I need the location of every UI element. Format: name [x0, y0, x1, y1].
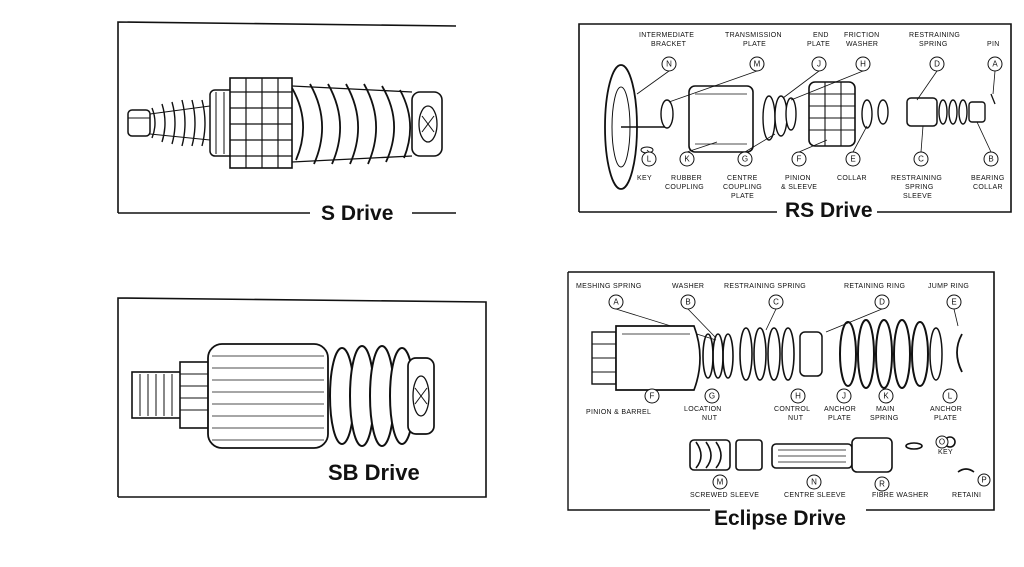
rs-letter-a: A	[992, 60, 998, 69]
rs-letter-f: F	[797, 155, 802, 164]
rs-letter-b: B	[988, 155, 993, 164]
ecl-letter-d: D	[879, 298, 885, 307]
rs-label-restraining-spring: RESTRAINING	[909, 32, 960, 39]
rs-label-collar: COLLAR	[837, 175, 867, 182]
rs-letter-h: H	[860, 60, 866, 69]
ecl-label-centre-sleeve: CENTRE SLEEVE	[784, 492, 846, 499]
sb-drive-caption: SB Drive	[324, 462, 424, 484]
ecl-label-main-spring: MAIN	[876, 406, 895, 413]
rs-label-centre-coupling-plate-2: COUPLING	[723, 184, 762, 191]
ecl-letter-m: M	[717, 478, 724, 487]
ecl-letter-g: G	[709, 392, 715, 401]
rs-label-key: KEY	[637, 175, 652, 182]
rs-label-restraining-spring-sleeve: RESTRAINING	[891, 175, 942, 182]
ecl-label-jump-ring: JUMP RING	[928, 283, 969, 290]
sb-drive-panel: SB Drive	[112, 292, 492, 502]
rs-label-intermediate-bracket-2: BRACKET	[651, 41, 687, 48]
ecl-letter-c: C	[773, 298, 779, 307]
ecl-letter-e: E	[951, 298, 956, 307]
rs-letter-c: C	[918, 155, 924, 164]
rs-letter-g: G	[742, 155, 748, 164]
ecl-label-anchor-plate-right: ANCHOR	[930, 406, 962, 413]
ecl-letter-h: H	[795, 392, 801, 401]
ecl-label-anchor-plate-2: PLATE	[828, 415, 851, 422]
ecl-label-restraining-spring: RESTRAINING SPRING	[724, 283, 806, 290]
s-drive-illustration	[117, 21, 457, 214]
rs-label-friction-washer: FRICTION	[844, 32, 879, 39]
rs-label-transmission-plate-2: PLATE	[743, 41, 766, 48]
ecl-letter-f: F	[650, 392, 655, 401]
ecl-letter-n: N	[811, 478, 817, 487]
ecl-label-control-nut-2: NUT	[788, 415, 804, 422]
rs-letter-n: N	[666, 60, 672, 69]
rs-letter-j: J	[817, 60, 821, 69]
ecl-label-meshing-spring: MESHING SPRING	[576, 283, 642, 290]
rs-letter-l: L	[647, 155, 652, 164]
ecl-label-retaining: RETAINI	[952, 492, 981, 499]
s-drive-panel: S Drive	[112, 18, 462, 230]
ecl-label-control-nut: CONTROL	[774, 406, 810, 413]
ecl-label-location-nut: LOCATION	[684, 406, 722, 413]
rs-letter-k: K	[684, 155, 690, 164]
ecl-label-main-spring-2: SPRING	[870, 415, 899, 422]
ecl-label-screwed-sleeve: SCREWED SLEEVE	[690, 492, 759, 499]
ecl-label-fibre-washer: FIBRE WASHER	[872, 492, 929, 499]
rs-drive-caption: RS Drive	[781, 200, 877, 221]
rs-letter-e: E	[850, 155, 855, 164]
ecl-label-key: KEY	[938, 449, 953, 456]
rs-label-restraining-spring-sleeve-3: SLEEVE	[903, 193, 932, 200]
ecl-label-washer: WASHER	[672, 283, 704, 290]
ecl-letter-b: B	[685, 298, 690, 307]
eclipse-drive-illustration: MESHING SPRING WASHER RESTRAINING SPRING…	[567, 271, 995, 511]
rs-drive-illustration: INTERMEDIATE BRACKET TRANSMISSION PLATE …	[578, 23, 1012, 213]
ecl-label-pinion-barrel: PINION & BARREL	[586, 409, 651, 416]
rs-label-end-plate: END	[813, 32, 829, 39]
ecl-letter-l: L	[948, 392, 953, 401]
ecl-letter-r: R	[879, 480, 885, 489]
rs-label-bearing-collar: BEARING	[971, 175, 1005, 182]
rs-label-transmission-plate: TRANSMISSION	[725, 32, 782, 39]
ecl-letter-j: J	[842, 392, 846, 401]
rs-label-pinion-sleeve: PINION	[785, 175, 811, 182]
rs-label-bearing-collar-2: COLLAR	[973, 184, 1003, 191]
rs-letter-d: D	[934, 60, 940, 69]
sb-drive-illustration	[117, 297, 487, 498]
rs-label-rubber-coupling-2: COUPLING	[665, 184, 704, 191]
rs-label-pinion-sleeve-2: & SLEEVE	[781, 184, 817, 191]
rs-label-restraining-spring-2: SPRING	[919, 41, 948, 48]
rs-label-intermediate-bracket: INTERMEDIATE	[639, 32, 694, 39]
ecl-label-location-nut-2: NUT	[702, 415, 718, 422]
rs-drive-panel: INTERMEDIATE BRACKET TRANSMISSION PLATE …	[577, 22, 1013, 222]
ecl-label-anchor-plate-right-2: PLATE	[934, 415, 957, 422]
ecl-letter-p: P	[981, 476, 986, 485]
ecl-letter-a: A	[613, 298, 619, 307]
rs-label-centre-coupling-plate: CENTRE	[727, 175, 758, 182]
ecl-label-retaining-ring: RETAINING RING	[844, 283, 905, 290]
rs-letter-m: M	[754, 60, 761, 69]
ecl-letter-k: K	[883, 392, 889, 401]
rs-label-pin: PIN	[987, 41, 1000, 48]
rs-label-rubber-coupling: RUBBER	[671, 175, 702, 182]
ecl-letter-o: O	[939, 438, 945, 447]
s-drive-caption: S Drive	[317, 203, 398, 224]
eclipse-drive-caption: Eclipse Drive	[710, 508, 850, 529]
rs-label-end-plate-2: PLATE	[807, 41, 830, 48]
rs-label-centre-coupling-plate-3: PLATE	[731, 193, 754, 200]
ecl-label-anchor-plate: ANCHOR	[824, 406, 856, 413]
rs-label-friction-washer-2: WASHER	[846, 41, 878, 48]
rs-label-restraining-spring-sleeve-2: SPRING	[905, 184, 934, 191]
eclipse-drive-panel: MESHING SPRING WASHER RESTRAINING SPRING…	[566, 268, 996, 529]
